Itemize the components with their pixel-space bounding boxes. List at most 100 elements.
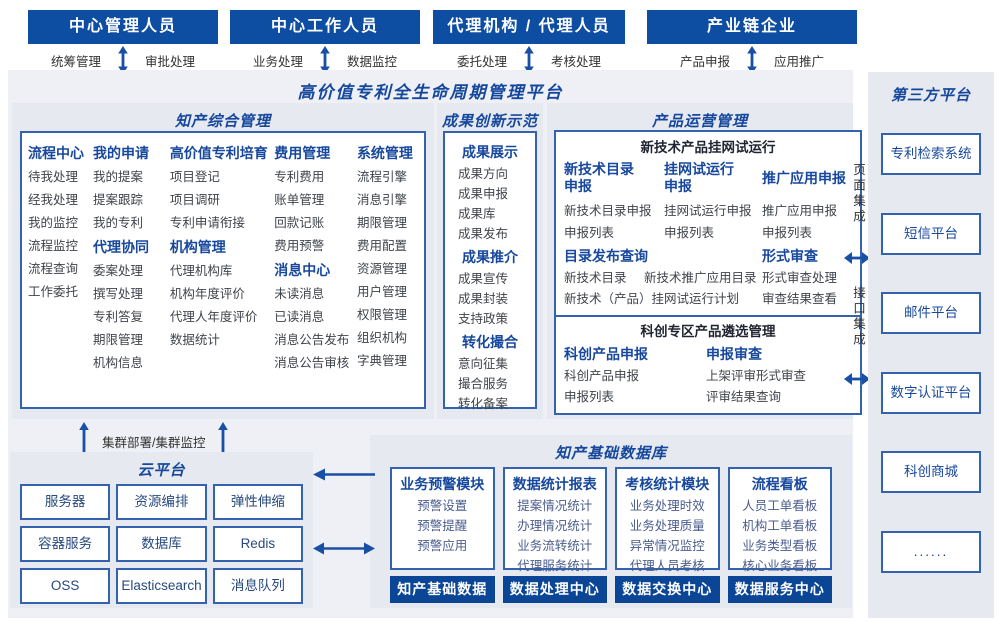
menu-item: 流程监控 (28, 239, 79, 253)
data-module-item: 人员工单看板 (742, 499, 818, 513)
actor-action-label: 考核处理 (551, 54, 602, 69)
panel-achievement-innovation: 成果创新示范 成果展示成果方向成果申报成果库成果发布成果推介成果宣传成果封装支持… (437, 103, 543, 419)
menu-item: 消息公告发布 (274, 333, 350, 347)
vertical-double-arrow-icon (523, 46, 535, 74)
data-module-item: 核心业务看板 (742, 559, 818, 573)
panel-title: 知产综合管理 (174, 113, 271, 130)
menu-item: 项目登记 (169, 170, 220, 184)
menu-item: 我的专利 (93, 216, 144, 230)
third-party-system-box: ...... (881, 531, 981, 573)
menu-item: 形式审查处理 (762, 271, 838, 285)
data-center-button: 数据服务中心 (727, 576, 832, 603)
data-module-header: 数据统计报表 (512, 476, 597, 492)
cloud-service-box: OSS (20, 568, 111, 604)
data-module-item: 办理情况统计 (517, 519, 593, 533)
page-integration-label: 页面集成 (851, 163, 865, 225)
data-center-button: 数据处理中心 (502, 576, 607, 603)
group-header: 新技术目录 申报 (564, 161, 634, 194)
data-module: 数据统计报表提案情况统计办理情况统计业务流转统计代理服务统计数据处理中心 (502, 467, 607, 603)
data-module-item: 业务处理时效 (629, 499, 705, 513)
menu-item: 我的提案 (93, 170, 144, 184)
menu-item: 挂网试运行申报 (664, 204, 752, 218)
catalog-review-row: 目录发布查询 新技术目录 新技术推广应用目录 新技术（产品）挂网试运行计划 形式… (564, 244, 852, 310)
menu-item: 成果发布 (458, 227, 509, 241)
data-module-item: 预警提醒 (417, 519, 468, 533)
menu-item: 意向征集 (458, 357, 509, 371)
data-module-item: 预警设置 (417, 499, 468, 513)
panel-ip-management: 知产综合管理 流程中心待我处理经我处理我的监控流程监控流程查询工作委托我的申请我… (12, 103, 434, 419)
menu-item: 权限管理 (356, 308, 407, 322)
menu-item: 委案处理 (93, 264, 144, 278)
data-center-button: 数据交换中心 (615, 576, 720, 603)
cloud-service-box: Elasticsearch (116, 568, 207, 604)
menu-item: 新技术（产品）挂网试运行计划 (564, 292, 740, 306)
panel-title: 云平台 (137, 462, 186, 479)
sci-product-declare-group: 科创产品申报 科创产品申报 申报列表 (564, 342, 706, 408)
menu-column: 高价值专利培育项目登记项目调研专利申请衔接机构管理代理机构库机构年度评价代理人年… (170, 141, 274, 399)
actor-io-labels: 统筹管理审批处理 (28, 46, 218, 74)
platform-container: 高价值专利全生命周期管理平台 知产综合管理 流程中心待我处理经我处理我的监控流程… (8, 70, 862, 618)
catalog-query-group: 目录发布查询 新技术目录 新技术推广应用目录 新技术（产品）挂网试运行计划 (564, 244, 762, 310)
menu-item: 流程查询 (28, 262, 79, 276)
left-arrow-icon (313, 468, 375, 481)
formal-review-group: 形式审查 形式审查处理 审查结果查看 (762, 244, 852, 310)
data-center-button: 知产基础数据 (390, 576, 495, 603)
data-module-item: 提案情况统计 (517, 499, 593, 513)
group-header: 形式审查 (762, 248, 818, 264)
data-module-box: 考核统计模块业务处理时效业务处理质量异常情况监控代理人员考核 (615, 467, 720, 573)
data-module-item: 机构工单看板 (742, 519, 818, 533)
cloud-service-box: Redis (212, 526, 303, 562)
catalog-line: 新技术目录 新技术推广应用目录 (564, 268, 762, 289)
panel-third-party: 第三方平台 专利检索系统短信平台邮件平台数字认证平台科创商城...... (868, 72, 994, 618)
cloud-service-box: 数据库 (116, 526, 207, 562)
actor-io-labels: 产品申报应用推广 (647, 46, 857, 74)
menu-item: 申报列表 (664, 226, 715, 240)
menu-item: 成果申报 (458, 187, 509, 201)
group-header: 科创产品申报 (564, 346, 648, 362)
menu-item: 期限管理 (356, 216, 407, 230)
menu-group-header: 成果展示 (462, 144, 518, 160)
vertical-double-arrow-icon (117, 46, 129, 74)
third-party-system-box: 科创商城 (881, 451, 981, 493)
data-module: 流程看板人员工单看板机构工单看板业务类型看板核心业务看板数据服务中心 (727, 467, 832, 603)
vertical-double-arrow-icon (746, 46, 758, 74)
menu-item: 用户管理 (356, 285, 407, 299)
menu-column: 我的申请我的提案提案跟踪我的专利代理协同委案处理撰写处理专利答复期限管理机构信息 (93, 141, 170, 399)
menu-item: 已读消息 (274, 310, 325, 324)
trial-run-groups: 新技术目录 申报新技术目录申报申报列表挂网试运行 申报挂网试运行申报申报列表推广… (564, 158, 852, 244)
data-module-item: 代理服务统计 (517, 559, 593, 573)
menu-group-header: 转化撮合 (462, 334, 518, 350)
menu-column: 费用管理专利费用账单管理回款记账费用预警消息中心未读消息已读消息消息公告发布消息… (274, 141, 357, 399)
horizontal-double-arrow-icon (844, 251, 870, 265)
api-integration-label: 接口集成 (851, 286, 865, 348)
menu-item: 机构年度评价 (169, 287, 245, 301)
menu-item: 专利答复 (93, 310, 144, 324)
actor-title-bar: 中心管理人员 (28, 10, 218, 44)
menu-item: 未读消息 (274, 287, 325, 301)
menu-item: 消息公告审核 (274, 356, 350, 370)
panel-product-operation: 产品运营管理 新技术产品挂网试运行 新技术目录 申报新技术目录申报申报列表挂网试… (547, 103, 862, 419)
menu-item: 新技术推广应用目录 (644, 271, 757, 285)
menu-item: 组织机构 (356, 331, 407, 345)
menu-item: 代理人年度评价 (169, 310, 258, 324)
cloud-service-box: 容器服务 (20, 526, 111, 562)
declare-group: 挂网试运行 申报挂网试运行申报申报列表 (664, 158, 762, 244)
menu-item: 专利申请衔接 (169, 216, 245, 230)
menu-item: 经我处理 (28, 193, 79, 207)
menu-item: 撰写处理 (93, 287, 144, 301)
panel-title: 产品运营管理 (651, 113, 748, 130)
menu-item: 成果方向 (458, 167, 509, 181)
menu-item: 期限管理 (93, 333, 144, 347)
group-header: 申报审查 (706, 346, 762, 362)
third-party-system-box: 专利检索系统 (881, 133, 981, 175)
menu-item: 申报列表 (564, 390, 615, 404)
trial-run-box: 新技术产品挂网试运行 新技术目录 申报新技术目录申报申报列表挂网试运行 申报挂网… (554, 130, 862, 327)
actor-io-labels: 委托处理考核处理 (433, 46, 625, 74)
declare-group: 推广应用申报推广应用申报申报列表 (762, 158, 852, 244)
sci-groups: 科创产品申报 科创产品申报 申报列表 申报审查 上架评审形式审查 评审结果查询 (564, 342, 852, 408)
cloud-service-box: 弹性伸缩 (212, 484, 303, 520)
menu-item: 数据统计 (169, 333, 220, 347)
menu-item: 评审结果查询 (706, 390, 782, 404)
data-module-box: 业务预警模块预警设置预警提醒预警应用 (390, 467, 495, 570)
